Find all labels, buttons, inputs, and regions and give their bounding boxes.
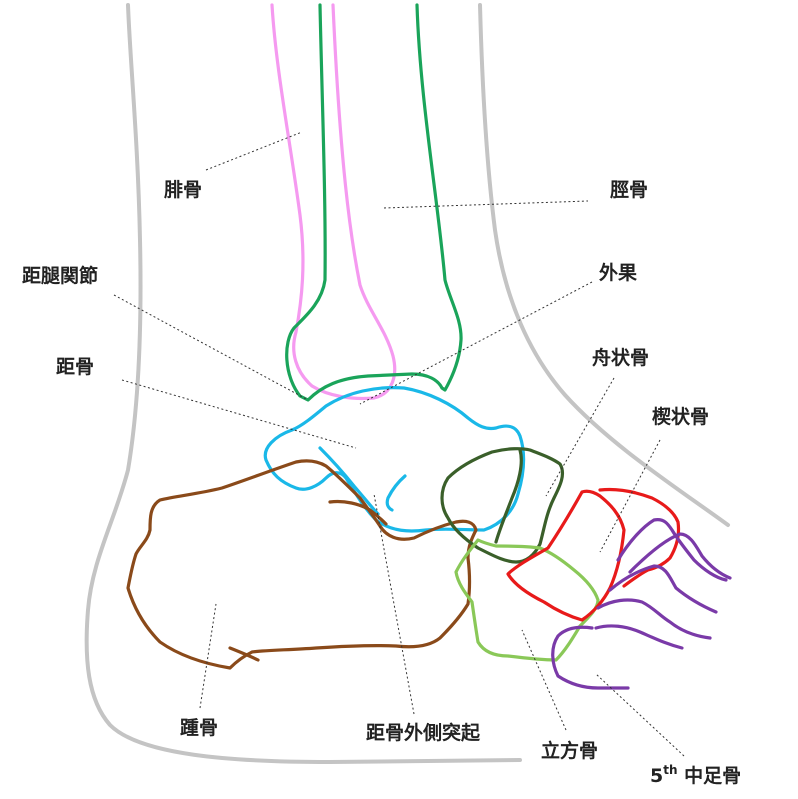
skin-outline-back bbox=[84, 3, 522, 764]
leader-lateral-malleolus bbox=[359, 281, 593, 405]
leader-fibula bbox=[205, 131, 303, 171]
label-lateral-malleolus: 外果 bbox=[599, 261, 637, 284]
leader-tibia bbox=[383, 200, 589, 209]
label-fifth-metatarsal-text: 中足骨 bbox=[678, 764, 742, 787]
calcaneus-bone bbox=[126, 459, 478, 670]
metatarsal-bone-2 bbox=[628, 532, 732, 580]
metatarsal-bone-1 bbox=[616, 518, 728, 582]
metatarsal-bone-fifth bbox=[551, 625, 630, 690]
leader-calcaneus bbox=[199, 603, 217, 709]
label-cuboid: 立方骨 bbox=[541, 739, 598, 762]
metatarsal-bone-5 bbox=[594, 624, 684, 650]
leader-cuboid bbox=[521, 629, 567, 731]
label-lateral-process-talus: 距骨外側突起 bbox=[366, 721, 481, 744]
leader-ankle-joint bbox=[113, 294, 309, 401]
label-talus: 距骨 bbox=[56, 356, 94, 378]
cuneiform-bone-lateral bbox=[506, 489, 626, 622]
talus-sustentaculum bbox=[318, 446, 380, 516]
leader-lines bbox=[113, 131, 685, 757]
label-fifth-metatarsal-number: 5 bbox=[650, 765, 663, 787]
labels: 腓骨 脛骨 距腿関節 外果 距骨 舟状骨 楔状骨 踵骨 距骨外側突起 立方骨 5… bbox=[22, 179, 741, 787]
leader-talus bbox=[121, 379, 357, 449]
navicular-inner-line bbox=[494, 448, 523, 544]
calcaneus-inner-line bbox=[328, 499, 388, 526]
label-calcaneus: 踵骨 bbox=[180, 717, 218, 739]
talus-lateral-process bbox=[385, 474, 407, 512]
leader-cuneiform bbox=[599, 439, 661, 553]
skin-outline-front bbox=[478, 3, 730, 527]
fibula-bone bbox=[270, 3, 397, 401]
metatarsal-bone-4 bbox=[596, 598, 712, 640]
leader-fifth-metatarsal bbox=[595, 673, 685, 757]
metatarsal-bone-3 bbox=[608, 564, 718, 614]
leader-lateral-process bbox=[373, 493, 415, 715]
label-navicular: 舟状骨 bbox=[592, 346, 649, 369]
navicular-bone bbox=[440, 447, 565, 564]
cuneiform-bone-medial bbox=[598, 487, 681, 588]
metatarsal-group bbox=[551, 518, 732, 690]
skin-outline bbox=[84, 3, 730, 764]
leader-navicular bbox=[545, 377, 615, 497]
talus-bone bbox=[263, 386, 526, 533]
tibia-bone bbox=[285, 3, 463, 402]
label-fifth-metatarsal-sup: th bbox=[663, 763, 677, 777]
label-fifth-metatarsal: 5th 中足骨 bbox=[650, 763, 741, 787]
label-tibia: 脛骨 bbox=[609, 179, 648, 201]
cuboid-bone bbox=[454, 538, 600, 662]
label-fibula: 腓骨 bbox=[164, 179, 202, 201]
label-cuneiform: 楔状骨 bbox=[652, 405, 709, 428]
label-ankle-joint: 距腿関節 bbox=[22, 264, 98, 287]
calcaneus-tuberosity-line bbox=[228, 646, 260, 662]
